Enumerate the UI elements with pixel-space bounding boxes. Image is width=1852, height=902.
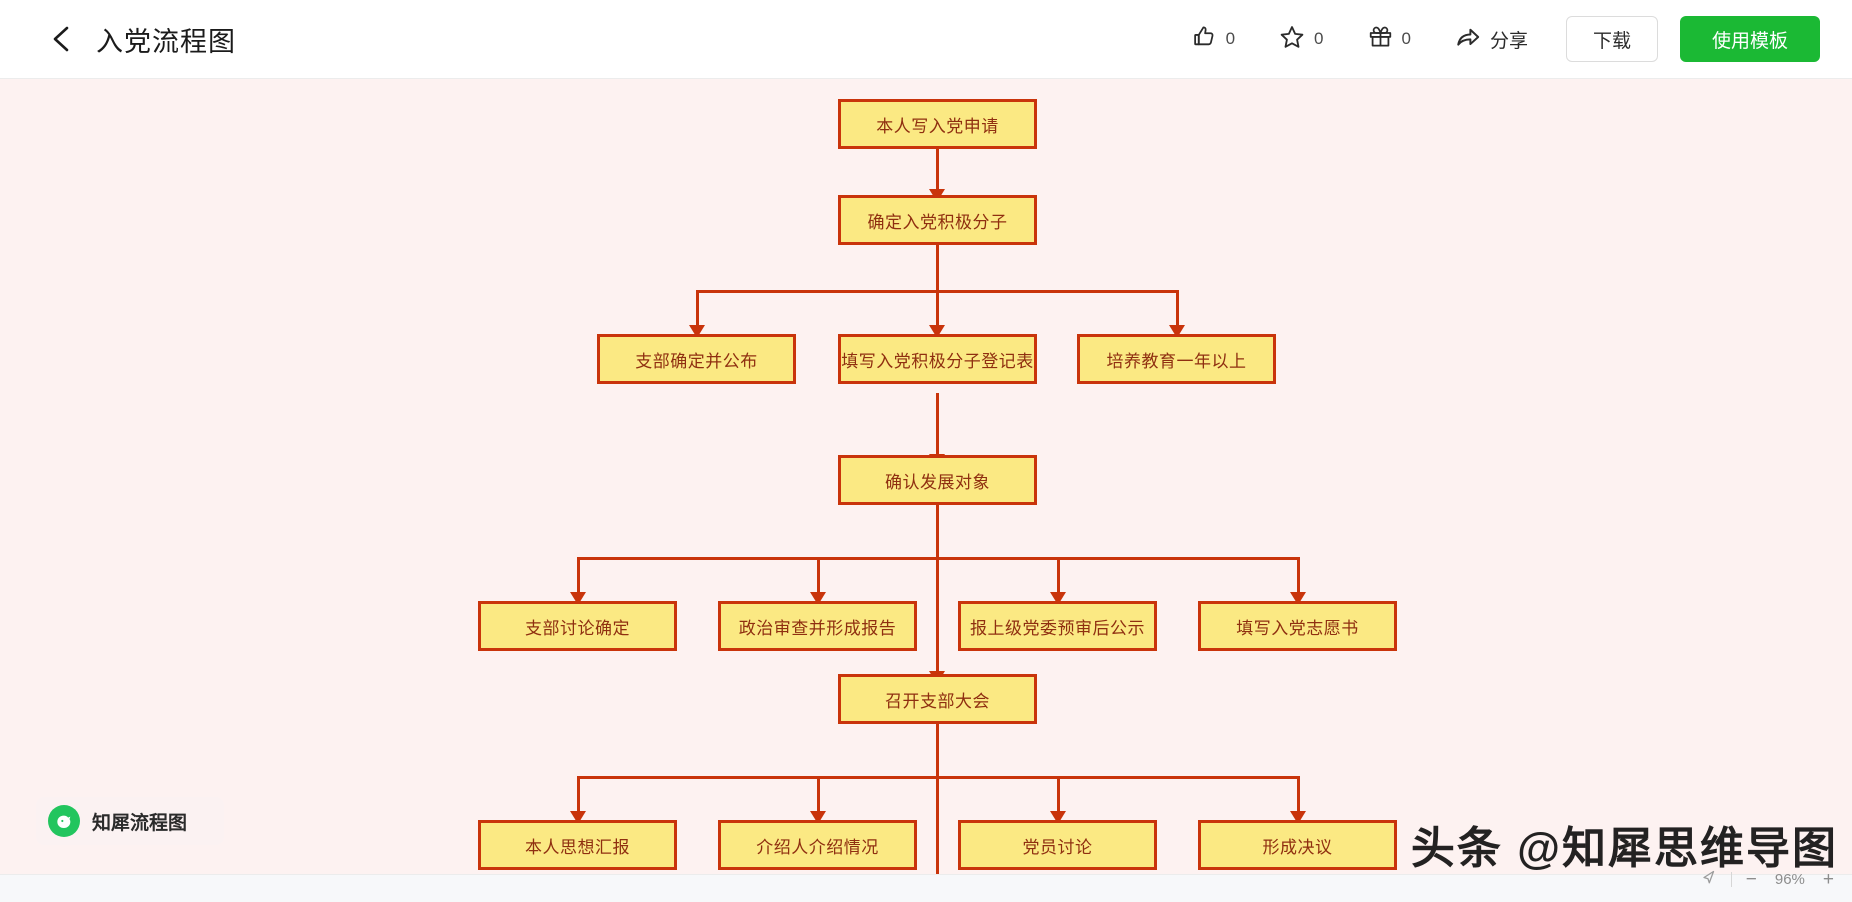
gift-button[interactable]: 0 [1346, 13, 1433, 65]
flow-node-n4[interactable]: 填写入党积极分子登记表 [838, 334, 1037, 384]
connector-n1-n2 [936, 148, 939, 191]
page-title: 入党流程图 [96, 26, 236, 57]
trunk-n6-n11 [936, 505, 939, 675]
app-header: 入党流程图 0 0 [0, 0, 1852, 79]
thumbs-up-icon [1192, 24, 1217, 54]
branch-n4 [936, 290, 939, 330]
connector-n2-bus [936, 240, 939, 292]
flow-node-n1[interactable]: 本人写入党申请 [838, 99, 1037, 149]
header-actions: 0 0 0 [1170, 13, 1550, 65]
branch-n9 [1057, 557, 1060, 597]
download-button[interactable]: 下载 [1566, 16, 1658, 62]
branch-n10 [1297, 557, 1300, 597]
zoom-controls: − 96% + [1701, 869, 1834, 890]
footer-strip [0, 874, 1852, 902]
share-label: 分享 [1489, 30, 1528, 52]
gift-icon [1368, 24, 1393, 54]
flow-node-n5[interactable]: 培养教育一年以上 [1077, 334, 1276, 384]
gift-count: 0 [1401, 29, 1411, 48]
flow-node-n2[interactable]: 确定入党积极分子 [838, 195, 1037, 245]
branch-n12 [577, 776, 580, 816]
share-button[interactable]: 分享 [1433, 13, 1550, 65]
branch-n14 [1057, 776, 1060, 816]
branch-n7 [577, 557, 580, 597]
chevron-left-icon [50, 24, 72, 54]
flow-node-n15[interactable]: 形成决议 [1198, 820, 1397, 870]
star-icon [1279, 24, 1305, 55]
flow-node-n13[interactable]: 介绍人介绍情况 [718, 820, 917, 870]
branch-n5 [1176, 290, 1179, 330]
flow-node-n7[interactable]: 支部讨论确定 [478, 601, 677, 651]
brand-watermark-badge: 知犀流程图 [36, 797, 224, 845]
flow-node-n11[interactable]: 召开支部大会 [838, 674, 1037, 724]
flow-node-n10[interactable]: 填写入党志愿书 [1198, 601, 1397, 651]
flow-node-n8[interactable]: 政治审查并形成报告 [718, 601, 917, 651]
share-icon [1455, 24, 1481, 55]
flow-node-n9[interactable]: 报上级党委预审后公示 [958, 601, 1157, 651]
cursor-pointer-icon[interactable] [1701, 869, 1717, 890]
rhino-logo-icon [48, 805, 80, 837]
corner-watermark: 头条 @知犀思维导图 [1410, 824, 1838, 873]
flow-node-n14[interactable]: 党员讨论 [958, 820, 1157, 870]
branch-n15 [1297, 776, 1300, 816]
zoom-divider [1730, 872, 1732, 887]
branch-n8 [817, 557, 820, 597]
favorite-button[interactable]: 0 [1257, 13, 1345, 65]
favorite-count: 0 [1314, 29, 1324, 48]
connector-n4-n6 [936, 393, 939, 457]
flowchart-canvas[interactable]: 本人写入党申请 确定入党积极分子 支部确定并公布 填写入党积极分子登记表 培养教… [0, 79, 1852, 874]
zoom-level-value[interactable]: 96% [1774, 871, 1805, 888]
zoom-out-button[interactable]: − [1745, 869, 1757, 890]
branch-n3 [696, 290, 699, 330]
flow-node-n6[interactable]: 确认发展对象 [838, 455, 1037, 505]
brand-watermark-label: 知犀流程图 [92, 812, 188, 834]
back-button[interactable] [38, 16, 84, 62]
use-template-button[interactable]: 使用模板 [1680, 16, 1820, 62]
flow-node-n12[interactable]: 本人思想汇报 [478, 820, 677, 870]
trunk-n11-next [936, 724, 939, 874]
like-count: 0 [1225, 29, 1236, 48]
zoom-in-button[interactable]: + [1822, 869, 1834, 890]
branch-n13 [817, 776, 820, 816]
flow-node-n3[interactable]: 支部确定并公布 [597, 334, 796, 384]
like-button[interactable]: 0 [1170, 13, 1257, 65]
